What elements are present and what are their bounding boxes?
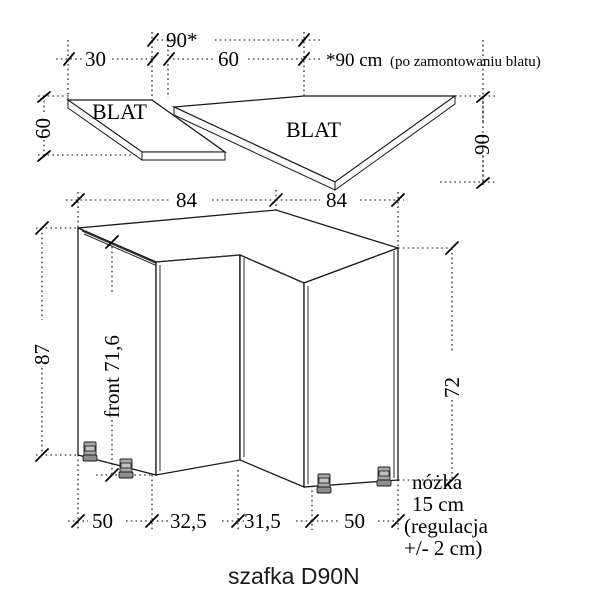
leg-1 <box>82 441 98 462</box>
leg-note-line4: +/- 2 cm) <box>404 536 482 560</box>
dim-depth-left-60: 60 <box>31 91 55 162</box>
dim-depth-right-90: 90 <box>470 91 494 189</box>
dim-front-71-6: front 71,6 <box>100 235 124 482</box>
leg-3 <box>316 473 332 494</box>
countertop-left-label: BLAT <box>92 99 148 124</box>
cabinet-legs <box>82 441 392 494</box>
countertop-right: BLAT <box>171 95 458 191</box>
dim-label-60: 60 <box>218 47 239 71</box>
dim-90-star: 90* <box>147 28 322 52</box>
dim-label-front-71-6: front 71,6 <box>100 335 124 418</box>
leg-note-line2: 15 cm <box>412 492 464 516</box>
dim-bottom-chain: 50 32,5 31,5 50 <box>68 509 405 533</box>
dim-label-30: 30 <box>85 47 106 71</box>
leg-4 <box>376 466 392 487</box>
leg-note-line3: (regulacja <box>404 514 489 538</box>
leg-note: nóżka 15 cm (regulacja +/- 2 cm) <box>404 470 489 560</box>
note-90cm: *90 cm <box>326 50 383 71</box>
dim-label-depth-left: 60 <box>31 118 55 139</box>
dim-label-bottom-50-left: 50 <box>92 509 113 533</box>
leg-note-line1: nóżka <box>412 470 463 494</box>
dim-label-bottom-31-5: 31,5 <box>244 509 281 533</box>
dim-label-depth-right: 90 <box>470 134 494 155</box>
dim-height-87: 87 <box>30 221 54 462</box>
dim-height-72: 72 <box>440 241 464 487</box>
dim-label-87: 87 <box>30 344 54 365</box>
dim-label-72: 72 <box>440 377 464 398</box>
dim-row-30-60: 30 60 <box>56 47 322 71</box>
dim-label-90-star: 90* <box>166 28 198 52</box>
dim-label-84-right: 84 <box>326 188 348 212</box>
dim-cabinet-top-84-left: 84 <box>66 188 283 212</box>
page-title: szafka D90N <box>228 563 360 589</box>
countertop-left: BLAT <box>65 99 228 161</box>
dim-label-84-left: 84 <box>176 188 198 212</box>
leg-2 <box>118 458 134 479</box>
cabinet-body <box>77 209 401 488</box>
dim-label-bottom-50-right: 50 <box>344 509 365 533</box>
dim-cabinet-top-84-right: 84 <box>276 188 405 212</box>
dim-label-bottom-32-5: 32,5 <box>170 509 207 533</box>
countertop-right-label: BLAT <box>286 117 342 142</box>
note-90cm-paren: (po zamontowaniu blatu) <box>390 54 541 70</box>
